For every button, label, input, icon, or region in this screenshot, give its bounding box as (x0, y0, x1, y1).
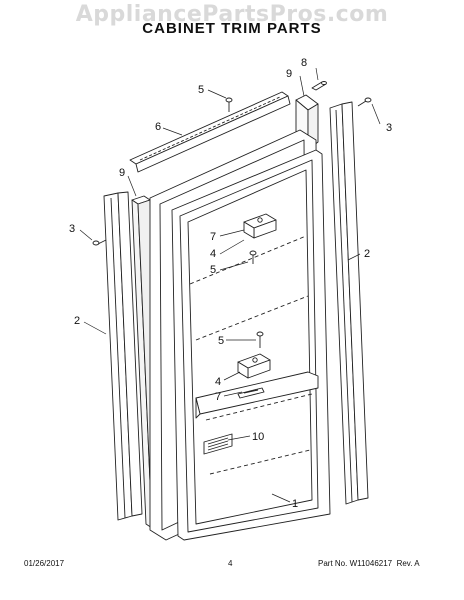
label-plate (203, 433, 233, 455)
leader-lines (79, 67, 381, 503)
callout-4-upper: 4 (210, 248, 216, 260)
screw-right (357, 97, 372, 107)
callout-3-left: 3 (69, 223, 75, 235)
callout-7-upper: 7 (210, 231, 216, 243)
screw-mid (256, 331, 264, 348)
pin-part (311, 81, 327, 91)
page-title: CABINET TRIM PARTS (142, 20, 322, 37)
callout-7-lower: 7 (215, 391, 221, 403)
footer-part-number: Part No. W11046217 Rev. A (318, 559, 420, 568)
screw-upper (249, 250, 257, 264)
callout-3-right: 3 (386, 122, 392, 134)
callout-9-left: 9 (119, 167, 125, 179)
footer-date: 01/26/2017 (24, 559, 65, 568)
side-trim-right (329, 101, 369, 505)
callout-5-top: 5 (198, 84, 204, 96)
side-trim-left (103, 191, 143, 521)
watermark-text: AppliancePartsPros.com (75, 2, 389, 27)
footer-page-number: 4 (228, 559, 233, 568)
callout-10: 10 (252, 431, 264, 443)
callout-5-mid: 5 (218, 335, 224, 347)
callout-8: 8 (301, 57, 307, 69)
upper-bracket (243, 213, 277, 239)
callout-4-lower: 4 (215, 376, 221, 388)
footer-part-label: Part No. W11046217 (318, 559, 393, 568)
divider-clip (237, 387, 265, 399)
lower-bracket (237, 353, 271, 379)
callout-6: 6 (155, 121, 161, 133)
callout-5-upper: 5 (210, 264, 216, 276)
screw-top (225, 97, 233, 112)
callout-9-right: 9 (286, 68, 292, 80)
footer-revision: Rev. A (396, 559, 420, 568)
top-trim (129, 91, 291, 173)
main-trim-frame (171, 149, 331, 541)
callout-2-left: 2 (74, 315, 80, 327)
callout-2-right: 2 (364, 248, 370, 260)
callout-1: 1 (292, 498, 298, 510)
screw-left (92, 239, 107, 246)
hidden-lines (189, 235, 313, 475)
